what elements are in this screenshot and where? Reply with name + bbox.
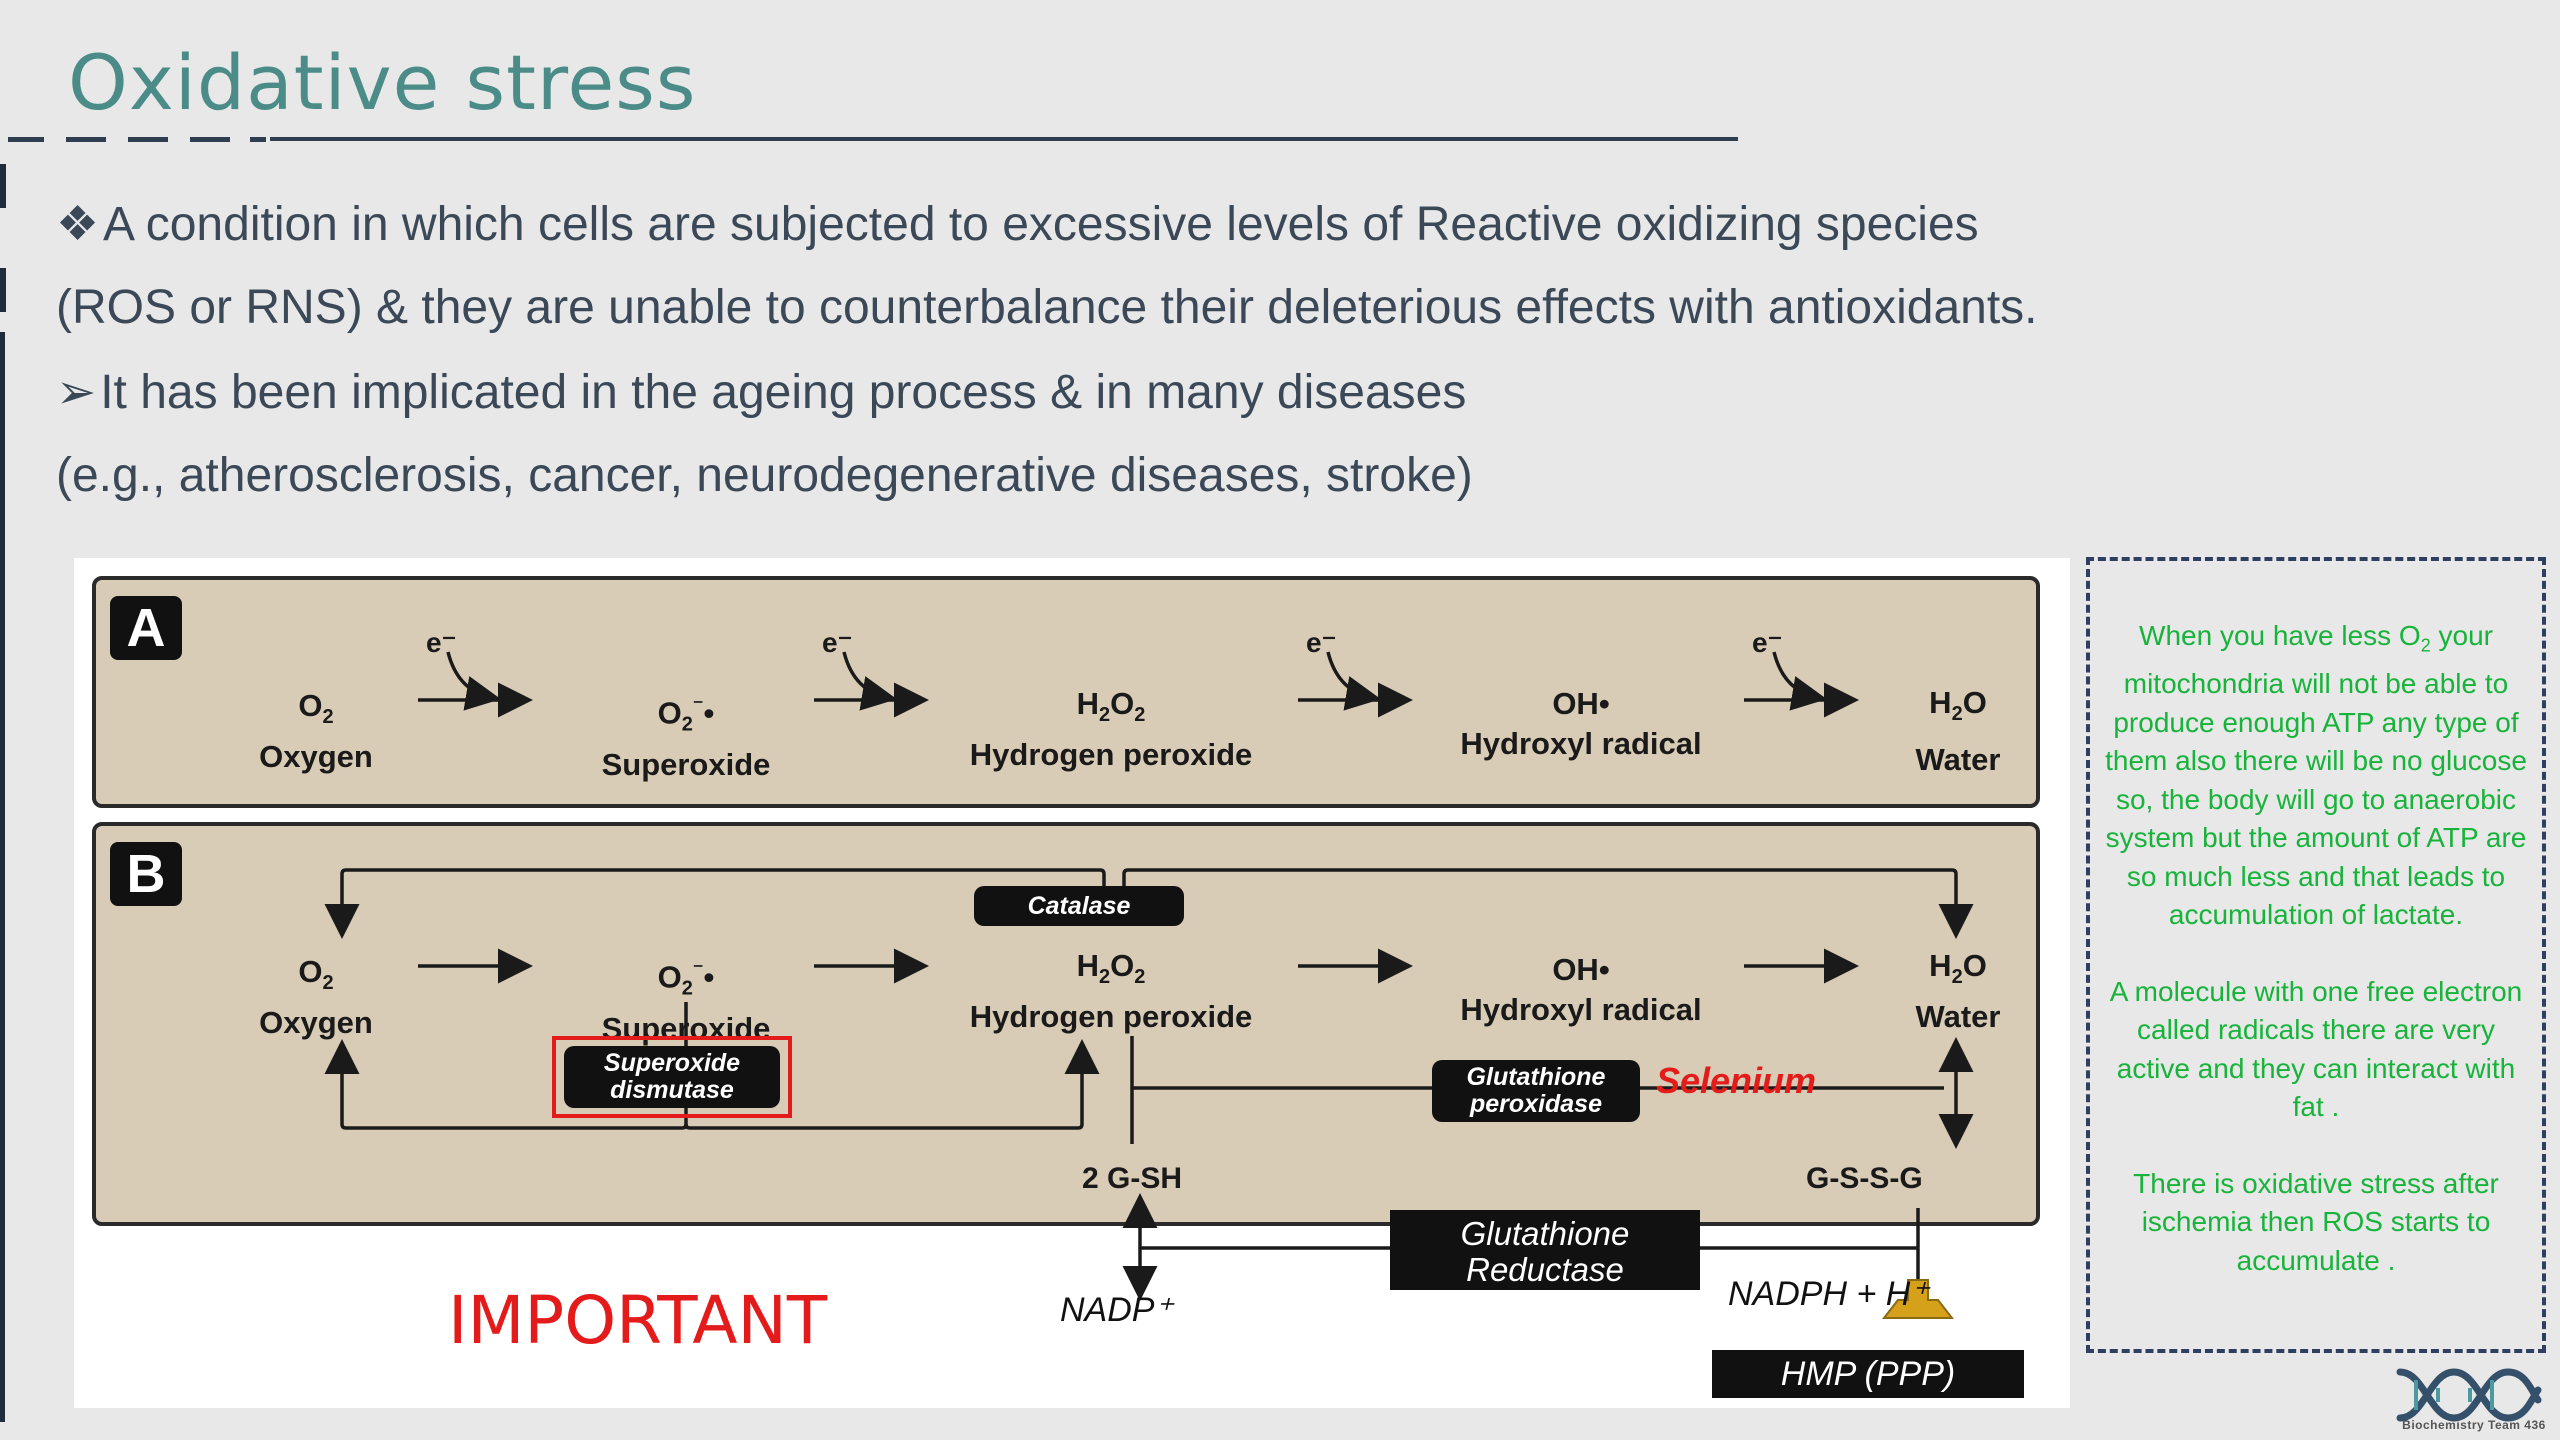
panel-b-arrows (324, 868, 1974, 1149)
important-label: IMPORTANT (448, 1282, 828, 1359)
glutathione-reductase-enzyme: Glutathione Reductase (1390, 1210, 1700, 1290)
gssg-label: G-S-S-G (1806, 1162, 1923, 1195)
hmp-pathway-label: HMP (PPP) (1712, 1350, 2024, 1398)
gsh-label: 2 G-SH (1082, 1162, 1183, 1195)
ros-pathway-figure: A e⁻ e⁻ e⁻ e⁻ O2 Oxygen (74, 558, 2070, 1408)
panel-a-arrows (418, 651, 1859, 718)
electron-label: e⁻ (822, 627, 853, 658)
selenium-label: Selenium (1656, 1060, 1817, 1101)
nadph-label: NADPH + H⁺ (1728, 1275, 1929, 1313)
diamond-bullet-icon: ❖ (56, 198, 100, 251)
note-paragraph-1: When you have less O2 your mitochondria … (2105, 620, 2527, 931)
title-underline (8, 137, 1738, 143)
species-oxygen: O2 Oxygen (226, 952, 406, 1043)
logo-caption: Biochemistry Team 436 (2402, 1418, 2546, 1432)
electron-label: e⁻ (1752, 627, 1783, 658)
nadp-label: NADP⁺ (1060, 1291, 1173, 1329)
formula-h2o2: H2O2 (1076, 948, 1146, 989)
species-hydroxyl-radical: OH• Hydroxyl radical (1436, 950, 1726, 1030)
species-hydroxyl-radical: OH• Hydroxyl radical (1436, 684, 1726, 764)
superoxide-dismutase-enzyme: Superoxide dismutase (564, 1046, 780, 1108)
bullet-1-continued: (ROS or RNS) & they are unable to counte… (56, 281, 2038, 334)
panel-b: B (92, 822, 2040, 1226)
formula-h2o: H2O (1929, 685, 1987, 726)
formula-h2o2: H2O2 (1076, 686, 1146, 727)
up-arrow-icon (1881, 1279, 1955, 1319)
bullet-1: ❖A condition in which cells are subjecte… (56, 198, 1979, 251)
formula-o2: O2 (298, 688, 334, 729)
formula-oh: OH• (1552, 686, 1610, 721)
species-superoxide: O2⁻• Superoxide (576, 686, 796, 785)
glutathione-peroxidase-enzyme: Glutathione peroxidase (1432, 1060, 1640, 1122)
bullet-2-continued: (e.g., atherosclerosis, cancer, neurodeg… (56, 449, 1473, 502)
formula-superoxide: O2⁻• (657, 695, 715, 736)
electron-label: e⁻ (1306, 627, 1337, 658)
electron-label: e⁻ (426, 627, 457, 658)
panel-b-label: B (110, 842, 182, 906)
catalase-enzyme: Catalase (974, 886, 1184, 926)
species-hydrogen-peroxide: H2O2 Hydrogen peroxide (946, 684, 1276, 775)
arrow-bullet-icon: ➢ (56, 366, 97, 419)
panel-a-label: A (110, 596, 182, 660)
species-oxygen: O2 Oxygen (226, 686, 406, 777)
formula-oh: OH• (1552, 952, 1610, 987)
bullet-2: ➢It has been implicated in the ageing pr… (56, 366, 1467, 419)
formula-superoxide: O2⁻• (657, 959, 715, 1000)
panel-a: A e⁻ e⁻ e⁻ e⁻ O2 Oxygen (92, 576, 2040, 808)
page-title: Oxidative stress (68, 38, 697, 127)
species-hydrogen-peroxide: H2O2 Hydrogen peroxide (946, 946, 1276, 1037)
note-paragraph-3: There is oxidative stress after ischemia… (2133, 1167, 2499, 1276)
side-note: When you have less O2 your mitochondria … (2086, 557, 2546, 1353)
species-water: H2O Water (1898, 680, 2018, 783)
dna-logo-icon (2396, 1368, 2542, 1422)
formula-o2: O2 (298, 954, 334, 995)
formula-h2o: H2O (1929, 948, 1987, 989)
species-water: H2O Water (1898, 946, 2018, 1037)
sod-highlight-box (552, 1036, 792, 1118)
note-paragraph-2: A molecule with one free electron called… (2109, 975, 2523, 1123)
